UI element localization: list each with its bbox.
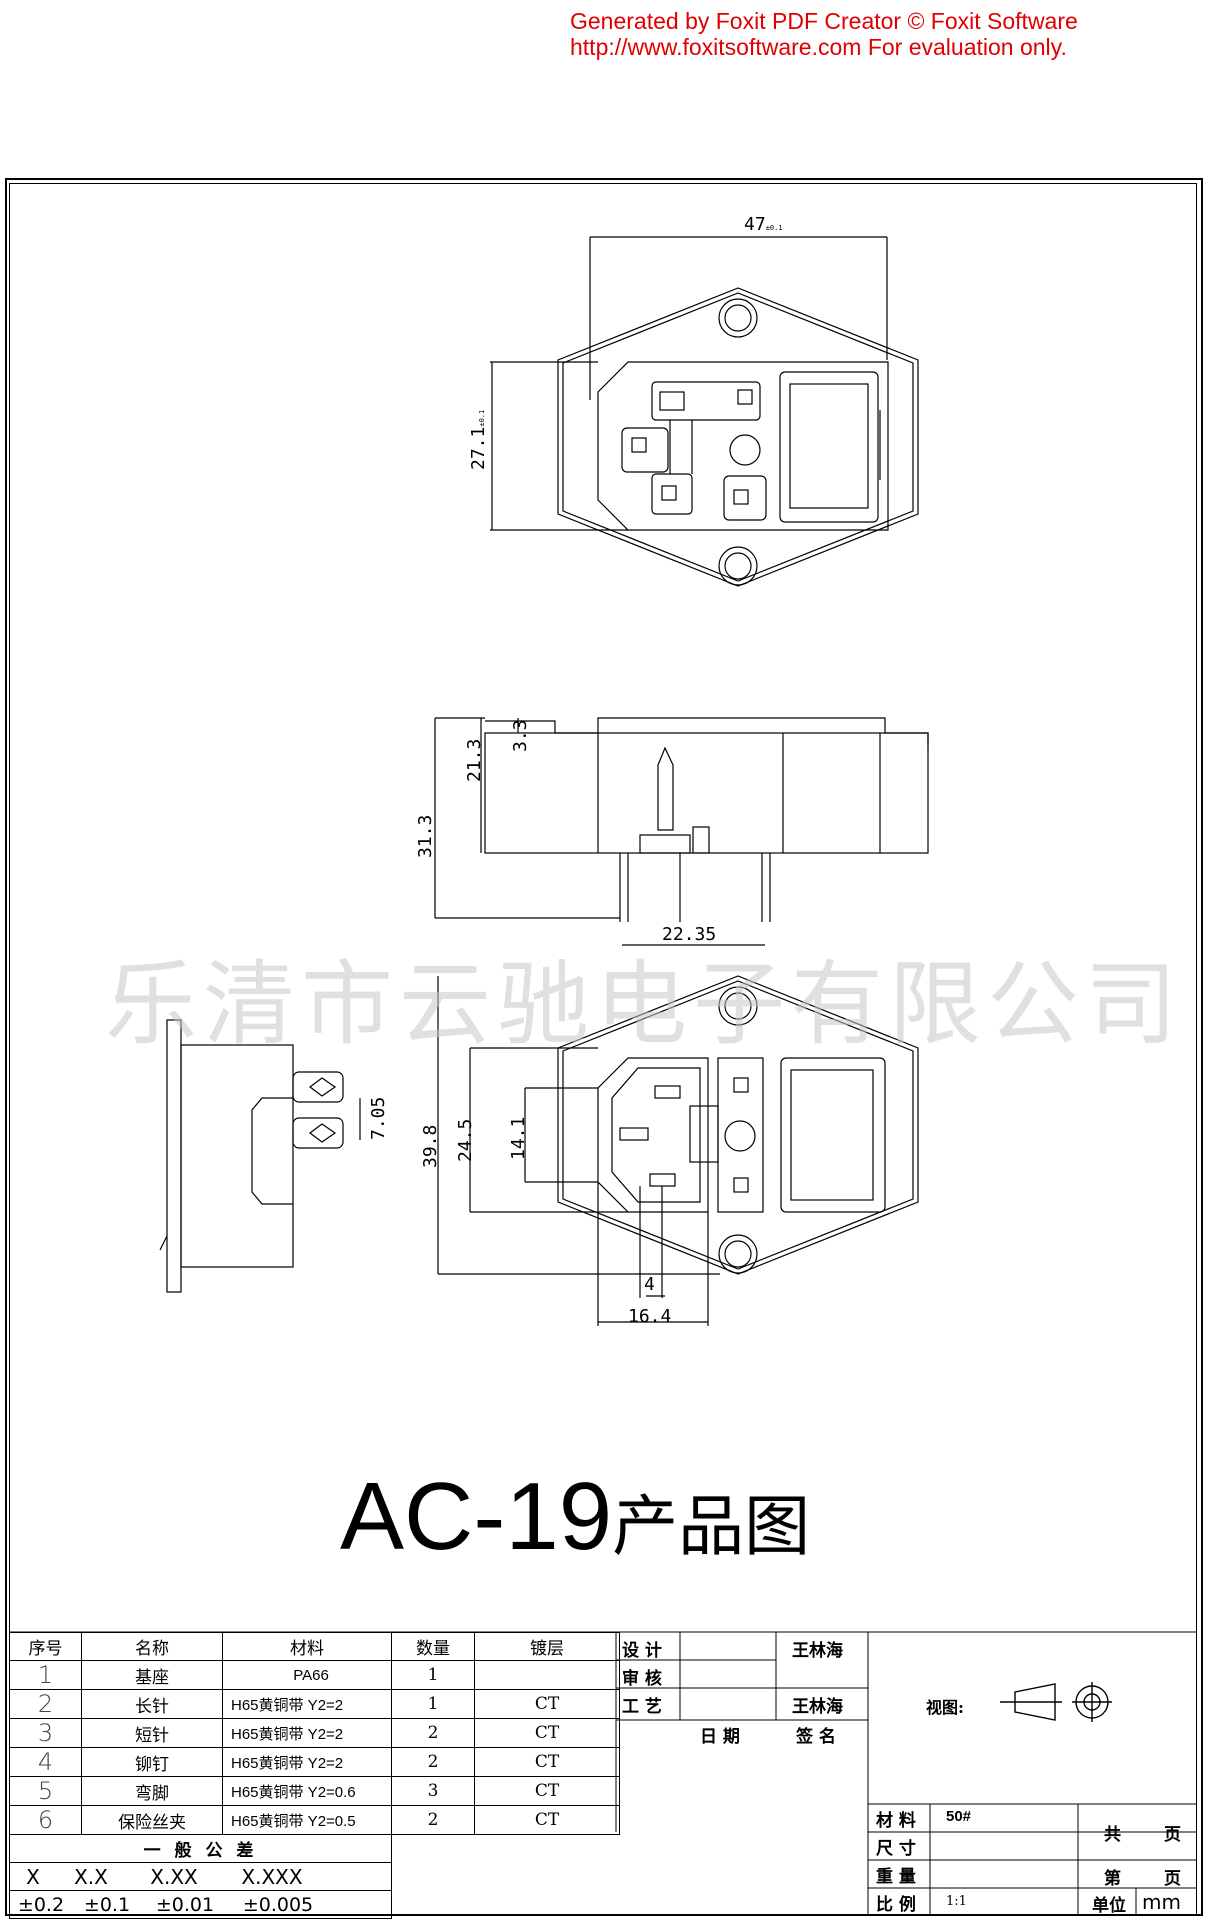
sign-label: 签 名: [796, 1727, 836, 1747]
row-material: PA66: [222, 1660, 392, 1690]
table-row: 6 保险丝夹 H65黄铜带 Y2=0.5 2 CT: [9, 1805, 620, 1835]
tolerance-format-row: X X.X X.XX X.XXX: [9, 1862, 620, 1891]
title-suffix: 产品图: [612, 1488, 811, 1565]
process-label: 工 艺: [622, 1697, 662, 1717]
tol-format: X.XXX: [241, 1864, 303, 1889]
row-plating: CT: [474, 1747, 620, 1777]
row-material: H65黄铜带 Y2=0.6: [222, 1776, 392, 1806]
tol-format: X: [26, 1864, 40, 1889]
row-no: 5: [9, 1776, 82, 1806]
tol-format: X.X: [74, 1864, 108, 1889]
row-plating: CT: [474, 1776, 620, 1806]
row-no: 3: [9, 1718, 82, 1748]
dim-22-35: 22.35: [662, 924, 717, 945]
scale-label: 比 例: [876, 1895, 916, 1915]
projection-symbol: [1000, 1682, 1112, 1722]
page-label-2: 页: [1164, 1869, 1181, 1889]
banner-line-1: Generated by Foxit PDF Creator © Foxit S…: [570, 8, 1078, 34]
page-label-1: 页: [1164, 1825, 1181, 1845]
row-material: H65黄铜带 Y2=0.5: [222, 1805, 392, 1835]
company-watermark: 乐清市云驰电子有限公司: [105, 951, 1184, 1058]
view-label: 视图:: [926, 1698, 964, 1717]
row-qty: 1: [391, 1660, 475, 1690]
tolerance-title-row: 一 般 公 差: [9, 1834, 620, 1863]
drawing-title: AC-19产品图: [340, 1462, 810, 1572]
unit-value: mm: [1142, 1890, 1181, 1914]
row-no: 2: [9, 1689, 82, 1719]
tol-value: ±0.2: [17, 1893, 65, 1916]
bom-header-row: 序号 名称 材料 数量 镀层: [9, 1632, 620, 1661]
empty-cell: [391, 1834, 620, 1863]
hdr-qty: 数量: [391, 1632, 475, 1661]
sheet-label: 第: [1104, 1869, 1121, 1889]
left-profile: [159, 1019, 344, 1293]
row-qty: 2: [391, 1747, 475, 1777]
material-value: 50#: [946, 1808, 972, 1825]
row-material: H65黄铜带 Y2=2: [222, 1747, 392, 1777]
tolerance-value-row: ±0.2 ±0.1 ±0.01 ±0.005: [9, 1890, 620, 1919]
row-name: 短针: [81, 1718, 223, 1748]
tolerance-title: 一 般 公 差: [9, 1834, 392, 1863]
dim-16-4: 16.4: [628, 1306, 672, 1327]
table-row: 1 基座 PA66 1: [9, 1660, 620, 1690]
row-name: 铆钉: [81, 1747, 223, 1777]
processor-name: 王林海: [792, 1697, 843, 1717]
designer-name: 王林海: [792, 1641, 843, 1661]
row-name: 基座: [81, 1660, 223, 1690]
hdr-name: 名称: [81, 1632, 223, 1661]
dim-47: 47±0.1: [744, 214, 783, 235]
empty-cell: [392, 1891, 620, 1919]
table-row: 5 弯脚 H65黄铜带 Y2=0.6 3 CT: [9, 1776, 620, 1806]
table-row: 3 短针 H65黄铜带 Y2=2 2 CT: [9, 1718, 620, 1748]
row-plating: CT: [474, 1718, 620, 1748]
row-no: 1: [9, 1660, 82, 1690]
row-name: 保险丝夹: [81, 1805, 223, 1835]
tol-format: X.XX: [150, 1864, 198, 1889]
weight-label: 重 量: [876, 1867, 916, 1887]
foxit-banner: Generated by Foxit PDF Creator © Foxit S…: [570, 8, 1078, 60]
review-label: 审 核: [622, 1669, 662, 1689]
row-qty: 2: [391, 1805, 475, 1835]
side-view: [434, 717, 929, 946]
tol-value: ±0.005: [242, 1893, 314, 1916]
material-label: 材 料: [876, 1811, 916, 1831]
tol-value: ±0.1: [83, 1893, 131, 1916]
top-view: [490, 236, 919, 587]
hdr-no: 序号: [9, 1632, 82, 1661]
table-row: 2 长针 H65黄铜带 Y2=2 1 CT: [9, 1689, 620, 1719]
row-material: H65黄铜带 Y2=2: [222, 1718, 392, 1748]
row-no: 4: [9, 1747, 82, 1777]
total-label: 共: [1104, 1825, 1121, 1845]
empty-cell: [392, 1863, 620, 1891]
row-qty: 2: [391, 1718, 475, 1748]
size-label: 尺 寸: [876, 1839, 916, 1859]
tolerance-values: ±0.2 ±0.1 ±0.01 ±0.005: [9, 1890, 392, 1919]
hdr-material: 材料: [222, 1632, 392, 1661]
scale-value: 1:1: [946, 1894, 967, 1909]
dim-4: 4: [644, 1274, 655, 1295]
unit-label: 单位: [1092, 1896, 1126, 1916]
row-qty: 1: [391, 1689, 475, 1719]
hdr-plating: 镀层: [474, 1632, 620, 1661]
row-material: H65黄铜带 Y2=2: [222, 1689, 392, 1719]
design-label: 设 计: [622, 1641, 662, 1661]
bom-table: 序号 名称 材料 数量 镀层 1 基座 PA66 1 2 长针 H65黄铜带 Y…: [9, 1632, 620, 1919]
row-plating: [474, 1660, 620, 1690]
row-name: 弯脚: [81, 1776, 223, 1806]
table-row: 4 铆钉 H65黄铜带 Y2=2 2 CT: [9, 1747, 620, 1777]
row-plating: CT: [474, 1689, 620, 1719]
row-plating: CT: [474, 1805, 620, 1835]
row-no: 6: [9, 1805, 82, 1835]
date-label: 日 期: [700, 1727, 740, 1747]
row-qty: 3: [391, 1776, 475, 1806]
drawing-frame-inner: [9, 183, 1197, 1916]
tol-value: ±0.01: [155, 1893, 215, 1916]
tolerance-formats: X X.X X.XX X.XXX: [9, 1862, 392, 1891]
model-number: AC-19: [340, 1463, 613, 1570]
banner-line-2: http://www.foxitsoftware.com For evaluat…: [570, 34, 1067, 60]
front-view: [359, 975, 919, 1326]
row-name: 长针: [81, 1689, 223, 1719]
